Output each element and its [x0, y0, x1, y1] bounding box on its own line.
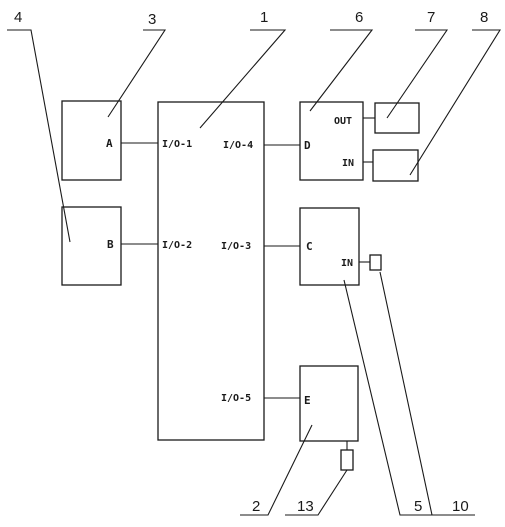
- leader-2: [240, 424, 313, 516]
- callout-8: 8: [480, 9, 488, 26]
- leader-6: [309, 29, 374, 112]
- block-c-label: C: [306, 240, 313, 253]
- callout-2: 2: [252, 498, 260, 515]
- bottom-element: [340, 449, 354, 471]
- block-c-in-pin: IN: [341, 258, 353, 269]
- callout-6: 6: [355, 9, 363, 26]
- leader-5: [343, 279, 438, 516]
- block-d-in-pin: IN: [342, 158, 354, 169]
- block-d-out-pin: OUT: [334, 116, 352, 127]
- block-c: [299, 207, 360, 286]
- leader-4: [7, 29, 71, 243]
- leader-7: [386, 29, 449, 119]
- callout-7: 7: [427, 9, 435, 26]
- leader-10: [379, 271, 475, 516]
- block-b-label: B: [107, 238, 114, 251]
- callout-13: 13: [297, 498, 314, 515]
- leader-3: [107, 29, 167, 118]
- block-d: [299, 101, 364, 181]
- callout-4: 4: [14, 9, 22, 26]
- block-b: [61, 206, 122, 286]
- callout-10: 10: [452, 498, 469, 515]
- block-e-label: E: [304, 394, 311, 407]
- leader-1: [199, 29, 287, 129]
- callout-1: 1: [260, 9, 268, 26]
- callout-5: 5: [414, 498, 422, 515]
- port-io-4: I/O-4: [223, 140, 253, 151]
- port-io-2: I/O-2: [162, 240, 192, 251]
- output-module: [374, 102, 420, 134]
- port-io-3: I/O-3: [221, 241, 251, 252]
- input-module: [372, 149, 419, 182]
- block-d-label: D: [304, 139, 311, 152]
- leader-13: [285, 469, 348, 516]
- port-io-1: I/O-1: [162, 139, 192, 150]
- sensor-element: [369, 254, 382, 271]
- port-io-5: I/O-5: [221, 393, 251, 404]
- block-a-label: A: [106, 137, 113, 150]
- block-e: [299, 365, 359, 442]
- main-block: [157, 101, 265, 441]
- callout-3: 3: [148, 11, 156, 28]
- leader-8: [409, 29, 501, 176]
- block-a: [61, 100, 122, 181]
